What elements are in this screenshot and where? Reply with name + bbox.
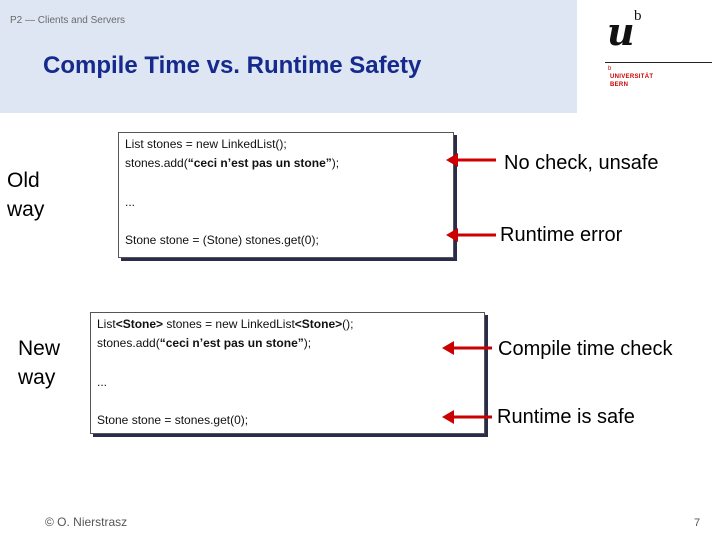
old-code-line2: stones.add(“ceci n’est pas un stone”); (125, 156, 339, 170)
logo-divider (605, 62, 712, 63)
logo-text-bern: BERN (610, 82, 629, 88)
course-name: P2 — Clients and Servers (10, 15, 126, 26)
new-way-code-box: List<Stone> stones = new LinkedList<Ston… (90, 312, 485, 434)
new-code-line3: Stone stone = stones.get(0); (97, 413, 249, 427)
old-code-ellipsis: ... (125, 195, 136, 209)
arrow-left-icon (446, 228, 496, 242)
new-code-line1: List<Stone> stones = new LinkedList<Ston… (97, 317, 353, 331)
footer-copyright: © O. Nierstrasz (45, 515, 128, 529)
arrow-left-icon (442, 410, 492, 424)
arrow-left-icon (442, 341, 492, 355)
logo-mark: b (608, 66, 612, 72)
new-code-line1-a: List (97, 317, 116, 331)
new-code-line2-suffix: ); (303, 336, 312, 350)
logo-superscript-b: b (634, 8, 642, 24)
old-code-line2-suffix: ); (331, 156, 340, 170)
old-way-label: Old way (7, 166, 77, 224)
new-code-line2-string: “ceci n’est pas un stone” (159, 336, 304, 350)
old-code-line3: Stone stone = (Stone) stones.get(0); (125, 233, 319, 247)
new-code-generic-2: <Stone> (294, 317, 343, 331)
new-code-line1-e: (); (342, 317, 354, 331)
old-code-line1: List stones = new LinkedList(); (125, 137, 287, 151)
old-way-code-box: List stones = new LinkedList(); stones.a… (118, 132, 454, 258)
old-way-label-line2: way (7, 198, 45, 221)
note-no-check: No check, unsafe (504, 152, 659, 174)
new-code-generic-1: <Stone> (115, 317, 164, 331)
university-logo: u b b UNIVERSITÄT BERN (605, 8, 715, 103)
note-runtime-safe: Runtime is safe (497, 406, 635, 428)
new-way-label-line2: way (18, 366, 56, 389)
arrow-left-icon (446, 153, 496, 167)
new-code-line2: stones.add(“ceci n’est pas un stone”); (97, 336, 311, 350)
header-band: P2 — Clients and Servers Compile Time vs… (0, 0, 577, 113)
old-way-label-line1: Old (7, 169, 40, 192)
slide-title: Compile Time vs. Runtime Safety (43, 52, 422, 79)
new-code-ellipsis: ... (97, 375, 108, 389)
page-number: 7 (694, 517, 701, 529)
old-code-line2-string: “ceci n’est pas un stone” (187, 156, 332, 170)
new-code-line1-c: stones = new LinkedList (163, 317, 295, 331)
old-code-line2-prefix: stones.add( (125, 156, 188, 170)
new-code-line2-prefix: stones.add( (97, 336, 160, 350)
note-compile-check: Compile time check (498, 338, 673, 360)
logo-letter-u: u (607, 9, 635, 54)
new-way-label-line1: New (18, 337, 61, 360)
new-way-label: New way (18, 334, 88, 392)
note-runtime-error: Runtime error (500, 224, 623, 246)
logo-text-universitat: UNIVERSITÄT (610, 74, 654, 80)
